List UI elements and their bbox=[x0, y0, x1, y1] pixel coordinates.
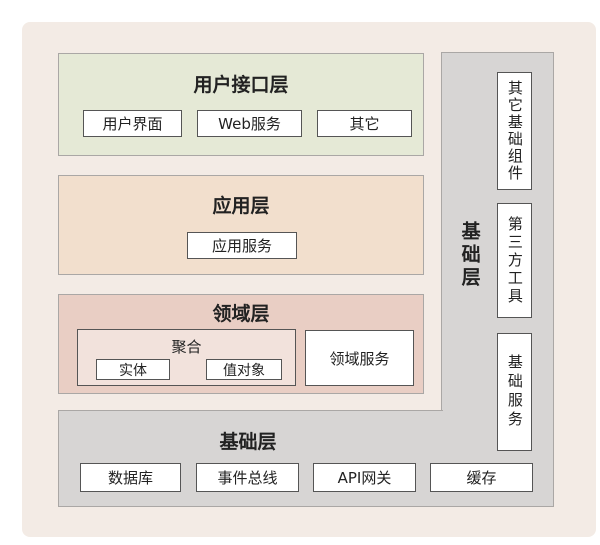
app-item-application-service: 应用服务 bbox=[187, 232, 297, 259]
infra-layer-horizontal bbox=[58, 410, 554, 507]
infra-side-item-1-label: 第三方工具 bbox=[505, 215, 524, 306]
user-interface-layer bbox=[58, 53, 424, 156]
infra-layer-side-title: 基础层 bbox=[454, 215, 484, 295]
domain-layer-title: 领域层 bbox=[212, 303, 270, 325]
user-item-other: 其它 bbox=[317, 110, 412, 137]
user-item-web-service: Web服务 bbox=[197, 110, 302, 137]
infra-layer-side-title-text: 基础层 bbox=[458, 220, 481, 290]
aggregate-item-value-object: 值对象 bbox=[206, 359, 282, 380]
infra-side-item-third-party-tools: 第三方工具 bbox=[497, 203, 532, 318]
infra-side-item-other-components: 其它基础组件 bbox=[497, 72, 532, 190]
infra-item-cache: 缓存 bbox=[430, 463, 533, 492]
application-layer-title: 应用层 bbox=[212, 195, 270, 217]
aggregate-item-entity: 实体 bbox=[96, 359, 170, 380]
infra-side-item-2-label: 基础服务 bbox=[505, 354, 524, 430]
user-interface-layer-title: 用户接口层 bbox=[193, 74, 289, 96]
infra-item-event-bus: 事件总线 bbox=[196, 463, 299, 492]
infra-item-database: 数据库 bbox=[80, 463, 181, 492]
infra-layer-bottom-title: 基础层 bbox=[219, 431, 277, 453]
infra-side-item-0-label: 其它基础组件 bbox=[505, 80, 524, 182]
infra-side-item-basic-services: 基础服务 bbox=[497, 333, 532, 451]
domain-item-domain-service: 领域服务 bbox=[305, 330, 414, 386]
application-layer bbox=[58, 175, 424, 275]
aggregate-title: 聚合 bbox=[171, 338, 202, 356]
user-item-ui: 用户界面 bbox=[83, 110, 182, 137]
infra-item-api-gateway: API网关 bbox=[313, 463, 416, 492]
